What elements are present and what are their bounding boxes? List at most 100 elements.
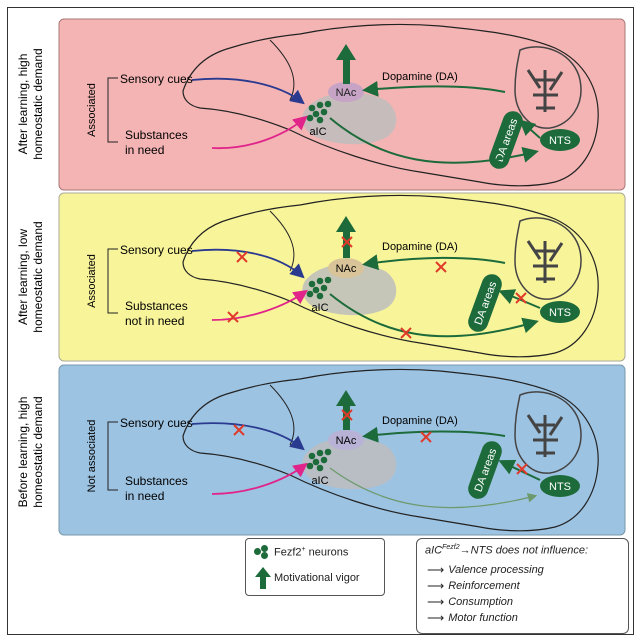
cerebellum [514,217,582,300]
association-label: Associated [86,254,98,308]
aic-to-nts-arrow [329,117,539,164]
association-bracket [107,77,118,143]
motivational-vigor-arrow [336,216,356,258]
right-arrow-icon: ⟶ [427,611,445,625]
fezf2-neurons [306,276,332,300]
aic-label: aIC [311,475,328,487]
note-item: ⟶Consumption [427,595,513,609]
legend-neurons-sup: + [301,545,306,553]
substances-label-1: Substances [125,474,188,488]
legend-vigor-row: Motivational vigor [246,567,384,589]
cross-mark [420,431,432,443]
cross-mark [516,463,528,475]
substance-arrow [211,115,308,150]
cross-mark [341,236,353,248]
neuron-dot-icon [252,545,274,559]
side-label-line2: homeostatic demand [31,48,45,159]
aic-to-nts-arrow [329,293,539,338]
nts-label: NTS [549,135,571,147]
dopamine-label: Dopamine (DA) [382,415,458,427]
panel-before-learning-high: NAc aIC Dopamine (DA) DA areas NTS Senso… [16,364,626,536]
aic-label: aIC [311,302,328,314]
note-title: aICFezf2→NTS does not influence: [425,544,588,557]
association-bracket [107,421,118,491]
panel-after-learning-low: NAc aIC Dopamine (DA) DA areas NTS Senso… [16,192,626,362]
note-box: aICFezf2→NTS does not influence: ⟶Valenc… [416,538,629,634]
substances-label-2: not in need [125,314,184,328]
legend-neurons-suffix: neurons [305,546,349,559]
substances-label-2: in need [125,489,164,503]
substance-arrow [211,289,308,321]
dopamine-label: Dopamine (DA) [382,71,458,83]
nts-to-da-arrow [498,289,541,309]
cerebellum [514,46,582,129]
side-label-line1: After learning, high [16,54,30,155]
association-label: Associated [86,83,98,137]
brain-outline [182,368,599,532]
sensory-cue-arrow [191,248,305,279]
aic-region [302,263,397,316]
note-item-label: Reinforcement [448,580,520,592]
da-to-nac-arrow [362,80,506,97]
right-arrow-icon: ⟶ [427,563,445,577]
cross-mark [341,409,353,421]
motivational-vigor-arrow [336,44,356,84]
cerebellum [514,391,582,474]
nac-label: NAc [336,263,357,275]
cross-mark [435,261,447,273]
note-title-prefix: aIC [425,544,443,557]
note-item: ⟶Reinforcement [427,579,520,593]
nts-node [540,475,580,497]
nac-ellipse [328,430,364,450]
note-item: ⟶Motor function [427,611,518,625]
cross-mark [233,424,245,436]
legend-vigor-label: Motivational vigor [274,572,360,584]
brain-outline [182,23,599,187]
association-bracket [107,248,118,314]
substance-arrow [211,462,308,495]
nts-to-da-arrow [519,119,541,139]
side-label-line2: homeostatic demand [31,396,45,507]
cross-mark [400,327,412,339]
da-to-nac-arrow [362,254,506,271]
aic-to-nts-arrow [329,467,538,509]
fezf2-neurons [306,100,332,124]
nts-label: NTS [549,481,571,493]
sensory-cue-arrow [191,77,305,105]
note-item-label: Motor function [448,612,518,624]
sensory-cues-label: Sensory cues [120,416,193,430]
dopamine-label: Dopamine (DA) [382,241,458,253]
sensory-cues-label: Sensory cues [120,243,193,257]
panel-after-learning-high: NAc aIC Dopamine (DA) DA areas NTS Senso… [16,18,626,191]
sensory-cue-arrow [191,422,305,451]
nts-label: NTS [549,307,571,319]
note-title-sup: Fezf2 [442,544,460,551]
side-label-line2: homeostatic demand [31,221,45,332]
sensory-cues-label: Sensory cues [120,72,193,86]
nac-ellipse [328,258,364,278]
aic-label: aIC [309,126,326,138]
note-title-suffix: →NTS does not influence: [459,544,589,557]
cross-mark [227,311,239,323]
up-arrow-icon [252,567,274,589]
cross-mark [236,251,248,263]
legend-neurons-prefix: Fezf2 [274,546,302,559]
substances-label-2: in need [125,143,164,157]
legend-box: Fezf2+ neurons Motivational vigor [245,538,385,596]
da-to-nac-arrow [362,426,506,443]
legend-neurons-row: Fezf2+ neurons [246,545,384,559]
nts-node [540,301,580,323]
note-item-label: Consumption [448,596,514,608]
right-arrow-icon: ⟶ [427,579,445,593]
note-item-label: Valence processing [448,564,544,576]
nts-node [540,129,580,151]
nac-ellipse [328,82,364,102]
legend-neurons-label: Fezf2+ neurons [274,546,348,559]
brain-outline [182,194,599,358]
motivational-vigor-arrow [336,390,356,430]
substances-label-1: Substances [125,299,188,313]
cross-mark [515,292,527,304]
nac-label: NAc [336,87,357,99]
side-label-line1: After learning, low [16,229,30,325]
